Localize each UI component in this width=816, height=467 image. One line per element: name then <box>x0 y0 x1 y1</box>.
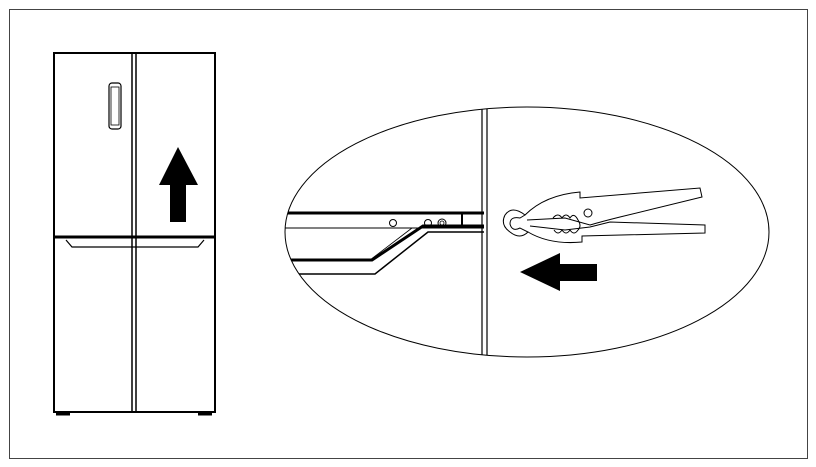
refrigerator <box>53 52 216 416</box>
detail-view <box>284 106 770 358</box>
arrow-left-icon <box>520 253 597 291</box>
door-handle <box>108 82 122 130</box>
fridge-body <box>53 52 216 413</box>
pliers-icon <box>502 187 706 243</box>
drawer-handle <box>65 239 205 248</box>
arrow-up-icon <box>159 147 198 222</box>
